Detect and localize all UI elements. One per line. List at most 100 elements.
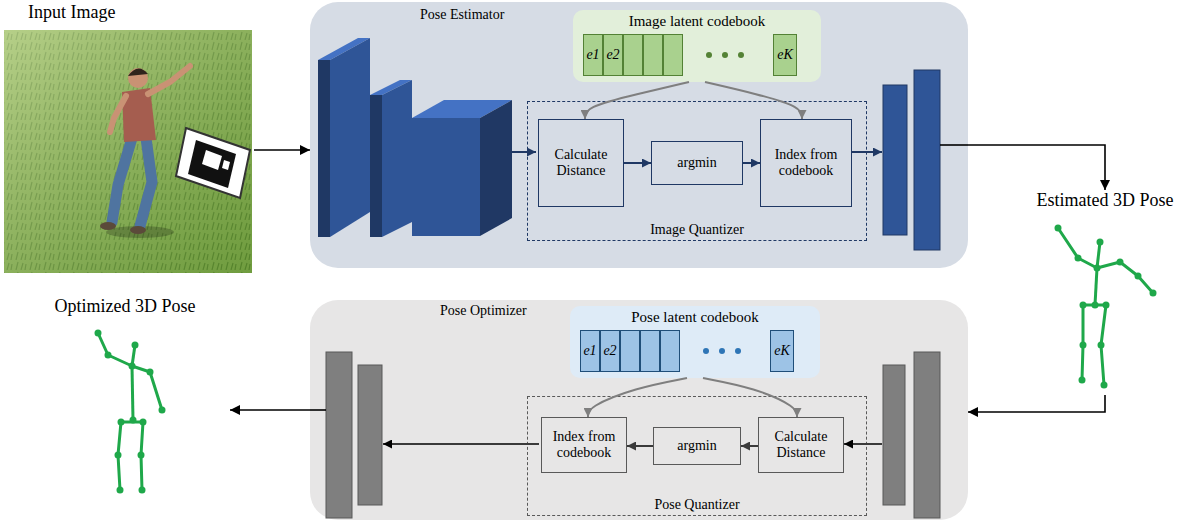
quantizer-box: Image Quantizer Calculate Distance argmin I… — [527, 101, 867, 241]
pose-joints — [95, 330, 102, 337]
codebook-entry: eK — [774, 343, 790, 359]
pose-joints — [129, 363, 136, 370]
pose-joints — [1098, 342, 1105, 349]
pose-joints — [1117, 259, 1124, 266]
connector-arrow — [588, 378, 687, 417]
codebook-cell — [643, 34, 663, 76]
codebook-cell — [663, 34, 683, 76]
encoder-blocks — [370, 80, 412, 95]
optimizer-bars — [326, 352, 940, 518]
input-photo — [130, 226, 146, 234]
feature-arrow — [512, 151, 536, 153]
pose-joints — [95, 330, 166, 494]
pose-joints — [1079, 377, 1086, 384]
codebook-row: e1e2eK — [570, 330, 820, 372]
pose-joints — [159, 407, 166, 414]
node-title: Pose Quantizer — [654, 497, 739, 513]
pose-skeleton — [1101, 305, 1106, 385]
output-line — [940, 144, 968, 146]
node-title: Estimated 3D Pose — [1037, 190, 1174, 211]
pose-joints — [1101, 382, 1108, 389]
input-photo — [4, 30, 252, 273]
codebook-entry: e1 — [586, 47, 599, 63]
estimator-panel: Pose Estimator Image latent codebook e1 e2 e… — [310, 2, 968, 268]
connector-arrow — [254, 149, 310, 151]
connector-arrow — [968, 145, 1105, 190]
pose-joints — [115, 452, 122, 459]
connector-arrow — [968, 395, 1105, 412]
node-title: Pose Estimator — [420, 7, 504, 23]
process-box: Index from codebook — [541, 417, 627, 473]
pose-skeleton — [121, 421, 143, 424]
pose-skeleton — [98, 333, 162, 490]
output-line — [310, 409, 326, 411]
feature-arrow — [383, 443, 539, 445]
connector-arrow — [627, 445, 653, 447]
decoder-bars — [883, 70, 940, 250]
pose-skeleton — [1058, 228, 1153, 385]
codebook-entry: e2 — [603, 343, 616, 359]
box-label: argmin — [677, 438, 716, 454]
image-panel: Input Image — [0, 2, 254, 274]
process-box: argmin — [651, 141, 743, 185]
optimizer-bars — [358, 365, 382, 505]
encoder-blocks — [318, 60, 330, 237]
optimizer-bars — [326, 352, 352, 518]
pose-skeleton — [132, 345, 135, 366]
encoder-blocks — [412, 100, 512, 118]
box-label: Calculate Distance — [542, 147, 620, 179]
connector-arrow — [230, 409, 310, 411]
encoder-blocks — [330, 38, 370, 237]
node-title: Image latent codebook — [629, 13, 766, 30]
pose-joints — [130, 417, 137, 424]
encoder-blocks — [480, 100, 512, 236]
input-photo — [110, 96, 126, 132]
process-box: argmin — [653, 427, 741, 465]
codebook-box: Image latent codebook e1 e2 eK — [573, 10, 821, 82]
process-box: Calculate Distance — [538, 119, 624, 207]
input-photo — [128, 68, 148, 88]
feature-arrow — [844, 443, 882, 445]
connector-arrow — [705, 82, 802, 119]
pose-skeleton — [1083, 304, 1106, 307]
pose-joints — [1055, 225, 1062, 232]
pose-skeleton — [1095, 268, 1097, 305]
box-label: Index from codebook — [764, 147, 848, 179]
ellipsis-dot — [706, 52, 712, 58]
node-title: Pose latent codebook — [631, 309, 758, 326]
box-label: Calculate Distance — [762, 429, 840, 461]
pose-skeleton — [1097, 242, 1100, 268]
pose-joints — [1097, 239, 1104, 246]
encoder-blocks — [382, 80, 412, 237]
codebook-cell: e2 — [600, 330, 620, 372]
ellipsis-dot — [703, 348, 709, 354]
pose-figure: Estimated 3D Pose — [1012, 190, 1198, 395]
codebook-entry: e2 — [606, 47, 619, 63]
input-photo — [222, 160, 230, 170]
pose-skeleton — [132, 366, 133, 420]
input-photo — [148, 66, 190, 94]
codebook-cell — [623, 34, 643, 76]
pose-joints — [138, 452, 145, 459]
input-photo — [4, 30, 252, 273]
ellipsis-dot — [719, 348, 725, 354]
node-title: Pose Optimizer — [440, 303, 527, 319]
codebook-cell: eK — [773, 34, 797, 76]
pose-joints — [1150, 290, 1157, 297]
input-photo — [202, 150, 222, 170]
codebook-cell: e2 — [603, 34, 623, 76]
encoder-blocks — [412, 118, 480, 236]
pose-joints — [1080, 342, 1087, 349]
encoder-blocks — [318, 38, 512, 237]
pose-skeleton — [141, 422, 143, 490]
decoder-bars — [883, 85, 907, 235]
box-label: argmin — [677, 155, 716, 171]
input-photo — [128, 68, 148, 76]
node-title: Image Quantizer — [650, 222, 744, 238]
codebook-cell — [620, 330, 640, 372]
pose-joints — [1055, 225, 1157, 389]
codebook-cell — [660, 330, 680, 372]
codebook-cell: eK — [770, 330, 794, 372]
input-photo — [188, 140, 236, 188]
